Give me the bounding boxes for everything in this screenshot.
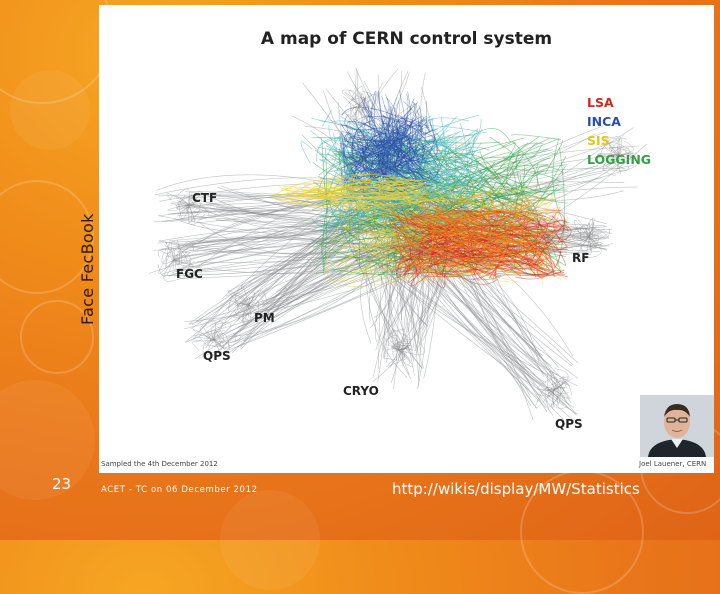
node-label-ctf: CTF bbox=[192, 191, 217, 205]
caption-sampled-date: Sampled the 4th December 2012 bbox=[101, 460, 218, 468]
cern-map-figure: A map of CERN control system LSA INCA SI… bbox=[99, 5, 714, 473]
decor-circle bbox=[0, 380, 95, 500]
node-label-rf: RF bbox=[572, 251, 589, 265]
node-label-qps-right: QPS bbox=[555, 417, 583, 431]
decor-circle bbox=[220, 490, 320, 590]
node-label-fgc: FGC bbox=[176, 267, 203, 281]
graph-edges bbox=[149, 68, 647, 420]
caption-author: Joel Lauener, CERN bbox=[639, 460, 706, 468]
node-label-cryo: CRYO bbox=[343, 384, 379, 398]
node-label-pm: PM bbox=[254, 311, 275, 325]
network-graph bbox=[99, 5, 714, 473]
node-label-qps-left: QPS bbox=[203, 349, 231, 363]
legend-item-logging: LOGGING bbox=[587, 150, 651, 169]
footer-event: ACET - TC on 06 December 2012 bbox=[101, 485, 258, 495]
presenter-photo bbox=[640, 395, 714, 457]
legend-item-sis: SIS bbox=[587, 131, 651, 150]
legend-item-inca: INCA bbox=[587, 112, 651, 131]
legend: LSA INCA SIS LOGGING bbox=[587, 93, 651, 169]
footer-link[interactable]: http://wikis/display/MW/Statistics bbox=[392, 480, 640, 498]
slide-number: 23 bbox=[52, 475, 71, 493]
slide-vertical-title: Face FecBook bbox=[78, 213, 97, 325]
map-title: A map of CERN control system bbox=[99, 29, 714, 49]
decor-circle bbox=[10, 70, 90, 150]
legend-item-lsa: LSA bbox=[587, 93, 651, 112]
